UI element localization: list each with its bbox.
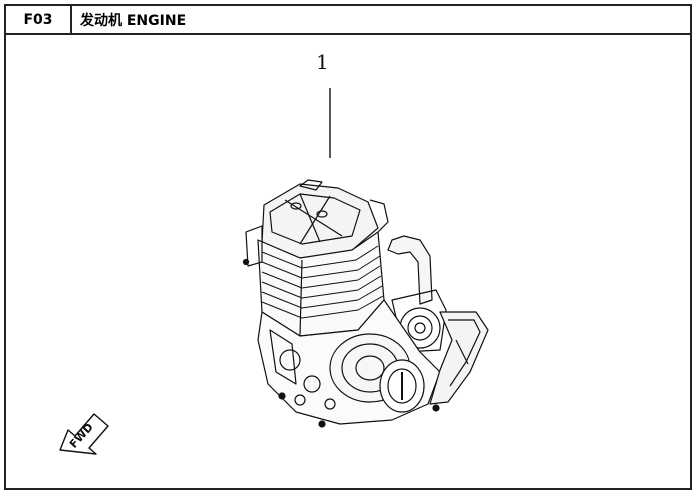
callout-number: 1: [316, 50, 329, 74]
diagram-sheet: F03 发动机 ENGINE: [4, 4, 692, 490]
fwd-arrow-icon: [59, 413, 109, 455]
engine-illustration: [242, 179, 489, 428]
section-code: F03: [6, 6, 72, 33]
sheet-header: F03 发动机 ENGINE: [6, 6, 690, 35]
section-title: 发动机 ENGINE: [80, 12, 187, 29]
